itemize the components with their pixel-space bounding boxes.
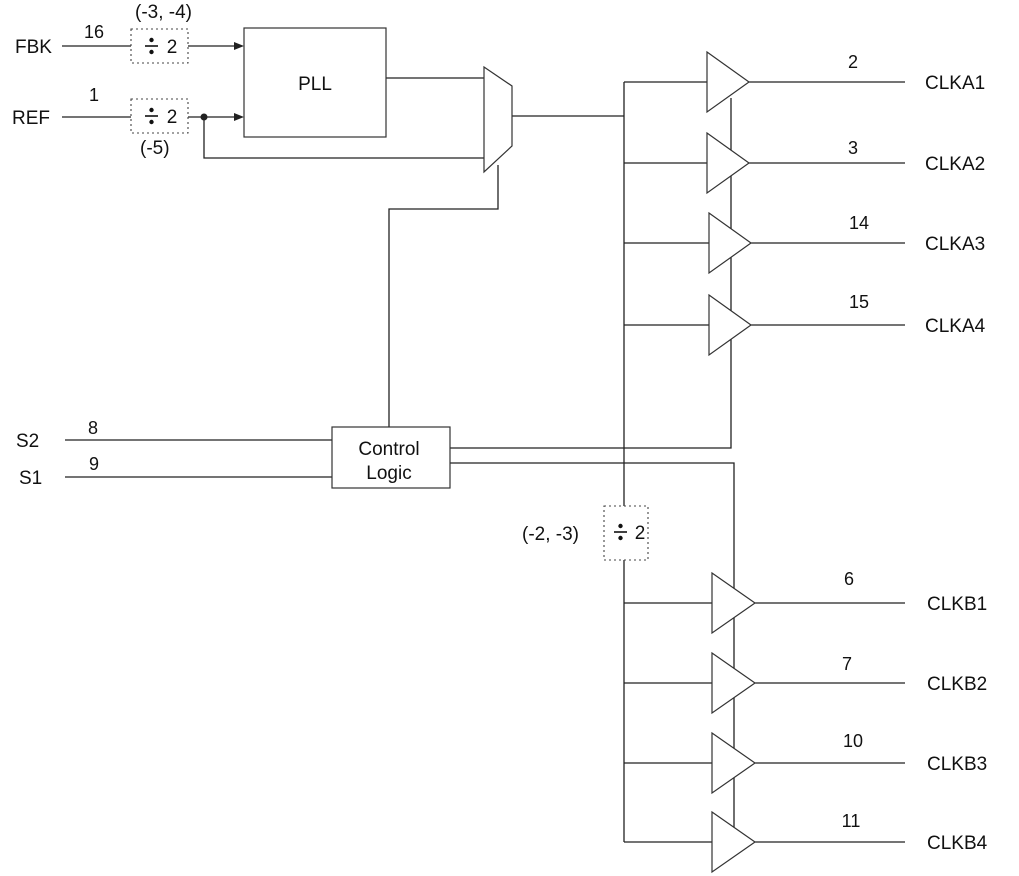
clka2-label: CLKA2	[925, 154, 985, 175]
s2-label: S2	[16, 431, 39, 452]
fbk-divider-note: (-3, -4)	[135, 2, 192, 23]
clkb3-label: CLKB3	[927, 754, 987, 775]
bank-a-enable-wire	[450, 98, 732, 449]
ref-divider: 2	[130, 98, 189, 134]
divide-dot-top	[618, 523, 623, 529]
fbk-divider-value: 2	[167, 37, 178, 58]
control-logic-block	[331, 426, 451, 489]
fbk-arrow	[234, 42, 244, 50]
clkb3-pin: 10	[843, 731, 863, 751]
divide-dot-top	[149, 37, 154, 43]
clkb1-label: CLKB1	[927, 594, 987, 615]
clkb3-buffer	[711, 731, 757, 795]
ref-divider-note: (-5)	[140, 138, 170, 159]
fbk-divider-box	[130, 28, 189, 64]
clka3-buffer	[708, 211, 753, 275]
bank-b-divider-value: 2	[635, 523, 646, 544]
bank-b-divider: 2	[603, 505, 649, 561]
clkb4-pin: 11	[842, 811, 861, 831]
bank-b-divider-note: (-2, -3)	[522, 524, 579, 545]
control-logic-label-2: Logic	[366, 463, 411, 484]
clka4-buffer	[708, 293, 753, 357]
control-logic-label-1: Control	[358, 439, 419, 460]
clkb2-label: CLKB2	[927, 674, 987, 695]
s2-pin: 8	[88, 418, 98, 438]
clka1-buffer	[706, 50, 751, 114]
clkb1-buffer	[711, 571, 757, 635]
bank-b-enable-wire	[450, 462, 735, 842]
pll-label: PLL	[298, 74, 332, 95]
ref-divider-value: 2	[167, 107, 178, 128]
s1-label: S1	[19, 468, 42, 489]
clkb4-buffer	[711, 810, 757, 874]
wires	[62, 42, 905, 843]
divide-dot-top	[149, 107, 154, 113]
clka3-label: CLKA3	[925, 234, 985, 255]
ref-divider-box	[130, 98, 189, 134]
bank-b-divider-box	[603, 505, 649, 561]
clka2-pin: 3	[848, 138, 858, 158]
clkb2-buffer	[711, 651, 757, 715]
fbk-label: FBK	[15, 37, 52, 58]
ref-bypass-wire	[203, 117, 484, 159]
ref-label: REF	[12, 108, 50, 129]
clka1-label: CLKA1	[925, 73, 985, 94]
clka4-pin: 15	[849, 292, 869, 312]
fbk-pin: 16	[84, 22, 104, 42]
s1-pin: 9	[89, 454, 99, 474]
divide-dot-bottom	[618, 535, 623, 541]
clka2-buffer	[706, 131, 751, 195]
ref-arrow	[234, 113, 244, 121]
clka3-pin: 14	[849, 213, 869, 233]
output-mux	[483, 65, 513, 174]
mux-select-wire	[388, 165, 499, 427]
divide-dot-bottom	[149, 119, 154, 125]
clka1-pin: 2	[848, 52, 858, 72]
clka4-label: CLKA4	[925, 316, 986, 337]
clkb4-label: CLKB4	[927, 833, 988, 854]
ref-pin: 1	[89, 85, 99, 105]
pll-block	[243, 27, 387, 138]
clkb2-pin: 7	[842, 654, 852, 674]
divide-dot-bottom	[149, 49, 154, 55]
fbk-divider: 2	[130, 28, 189, 64]
clkb1-pin: 6	[844, 569, 854, 589]
